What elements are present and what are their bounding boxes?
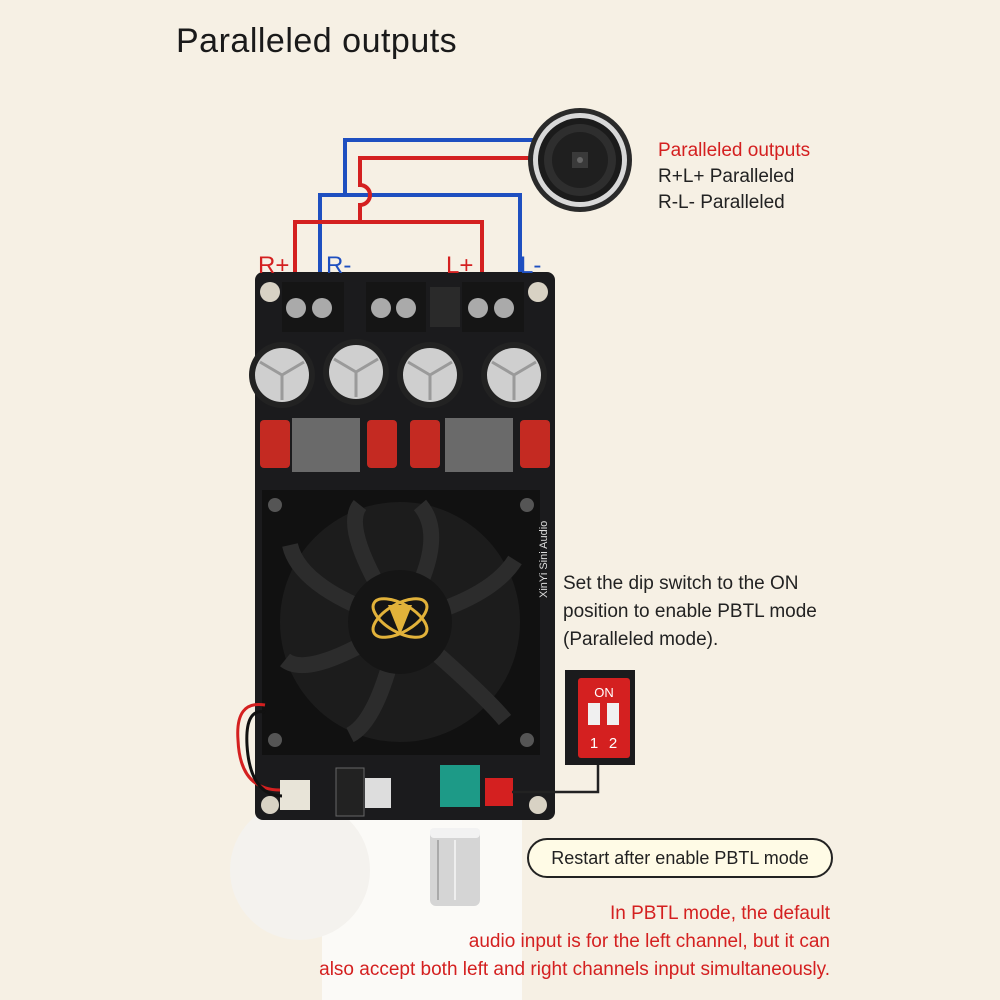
page-title: Paralleled outputs [176, 22, 458, 60]
wire-l-minus [345, 193, 522, 292]
dip-caption-line1: Set the dip switch to the ON [563, 573, 799, 594]
label-l-plus: L+ [446, 252, 474, 279]
speaker [528, 108, 632, 212]
dip-switch-zoom: ON 1 2 [512, 670, 635, 794]
capacitors [249, 339, 547, 408]
pbtl-note-line3: also accept both left and right channels… [319, 959, 830, 980]
dip-pin-1: 1 [590, 735, 598, 752]
restart-note-text: Restart after enable PBTL mode [551, 847, 809, 868]
label-r-plus: R+ [258, 252, 290, 279]
dip-caption: Set the dip switch to the ON position to… [563, 570, 817, 654]
wire-l-plus [360, 220, 484, 292]
wiring [293, 138, 540, 292]
dip-caption-line2: position to enable PBTL mode [563, 601, 817, 622]
dip-pin-2: 2 [609, 735, 617, 752]
pbtl-note-line1: In PBTL mode, the default [609, 903, 830, 924]
dip-caption-line3: (Paralleled mode). [563, 629, 719, 650]
label-l-minus: L- [520, 252, 542, 279]
speaker-caption: Paralleled outputs R+L+ Paralleled R-L- … [658, 138, 810, 216]
logo-icon [371, 597, 429, 639]
restart-note: Restart after enable PBTL mode [527, 838, 833, 878]
volume-knob [430, 828, 480, 906]
wire-r-minus [318, 138, 540, 292]
wire-r-plus [293, 156, 540, 292]
pbtl-note: In PBTL mode, the default audio input is… [319, 900, 830, 984]
label-r-minus: R- [326, 252, 352, 279]
pbtl-note-line2: audio input is for the left channel, but… [468, 931, 830, 952]
speaker-caption-line1: R+L+ Paralleled [658, 166, 795, 187]
speaker-caption-heading: Paralleled outputs [658, 140, 811, 161]
board-silkscreen: XinYi Sini Audio [538, 521, 550, 598]
speaker-caption-line2: R-L- Paralleled [658, 192, 785, 213]
amplifier-board: XinYi Sini Audio [249, 272, 555, 820]
dip-on-label: ON [594, 685, 614, 700]
